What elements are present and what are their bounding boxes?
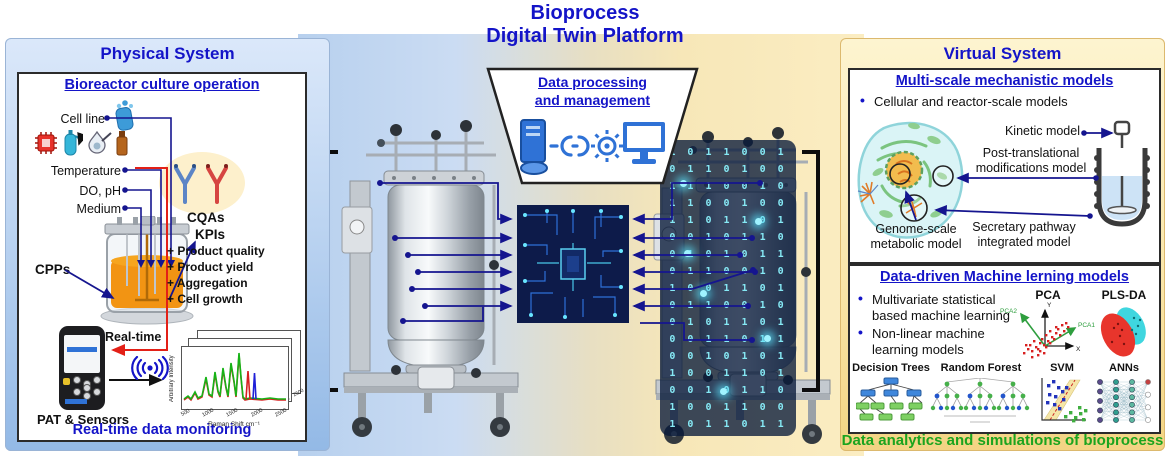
bullet-dot: • bbox=[858, 324, 863, 340]
ml-bullet1-line1: Multivariate statistical bbox=[872, 292, 996, 307]
ann-diagram bbox=[1097, 379, 1151, 423]
mechanistic-connectors bbox=[904, 127, 1114, 221]
kpi-item: + Aggregation bbox=[167, 276, 248, 290]
raman-spectrum-plot: 2000 2500 500 1000 1500 2000 2500 bbox=[169, 330, 305, 432]
pca1-axis-label: PCA1 bbox=[1078, 322, 1095, 329]
spectrum-x-label: Raman Shift cm⁻¹ bbox=[208, 421, 260, 428]
ml-bullet2-line2: learning models bbox=[872, 342, 964, 357]
data-processing-box: Data processing and management bbox=[480, 66, 705, 186]
spectrum-y-label: Arbitrary Intensity bbox=[169, 355, 175, 403]
real-time-monitoring-footer: Real-time data monitoring bbox=[72, 422, 252, 438]
page-title: Bioprocess Digital Twin Platform bbox=[0, 2, 1170, 48]
svm-plot bbox=[1041, 378, 1088, 423]
machine-learning-title: Data-driven Machine lerning models bbox=[880, 269, 1129, 285]
spectrum-x-ticks: 500 1000 1500 2000 2500 bbox=[180, 407, 288, 419]
kpi-item: + Product yield bbox=[167, 260, 254, 274]
ptm-model-label-line1: Post-translational bbox=[982, 146, 1080, 160]
ml-bullet2-line1: Non-linear machine bbox=[872, 326, 985, 341]
method-label-anns: ANNs bbox=[1109, 362, 1139, 374]
mechanistic-bullet: Cellular and reactor-scale models bbox=[874, 94, 1068, 109]
bullet-dot: • bbox=[860, 92, 865, 108]
real-time-label: Real-time bbox=[105, 330, 162, 344]
data-analytics-footer: Data analytics and simulations of biopro… bbox=[841, 432, 1164, 449]
stirred-tank-reactor-schematic bbox=[1094, 120, 1150, 227]
do-ph-label: DO, pH bbox=[79, 184, 121, 198]
pat-handheld-device bbox=[59, 326, 105, 410]
pat-sensors-label: PAT & Sensors bbox=[37, 412, 129, 427]
pca-title: PCA bbox=[1035, 288, 1061, 302]
kinetic-model-label: Kinetic model bbox=[1004, 124, 1080, 138]
secretory-pathway-label-line2: integrated model bbox=[977, 235, 1071, 249]
cell-line-label: Cell line bbox=[60, 112, 105, 126]
plsda-title: PLS-DA bbox=[1101, 288, 1147, 302]
virtual-system-header: Virtual System bbox=[943, 44, 1062, 63]
genome-scale-label-line2: metabolic model bbox=[870, 237, 962, 251]
ph-probe-icon bbox=[88, 131, 112, 154]
method-label-decision-trees: Decision Trees bbox=[852, 362, 930, 374]
circuit-board-image bbox=[517, 205, 629, 323]
physical-system-header: Physical System bbox=[100, 44, 235, 63]
decision-tree-diagram bbox=[856, 377, 923, 421]
cpps-label: CPPs bbox=[35, 262, 71, 277]
temperature-chip-icon bbox=[35, 132, 57, 154]
method-label-random-forest: Random Forest bbox=[940, 362, 1022, 374]
bioreactor-operation-title: Bioreactor culture operation bbox=[64, 77, 260, 93]
mechanistic-models-title: Multi-scale mechanistic models bbox=[895, 73, 1114, 89]
kpi-item: + Cell growth bbox=[167, 292, 243, 306]
genome-scale-label-line1: Genome-scale bbox=[875, 222, 957, 236]
kpi-item: + Product quality bbox=[167, 244, 265, 258]
processing-title-line1: Data processing bbox=[538, 74, 647, 90]
server-plug-gear-monitor-icons bbox=[520, 119, 665, 175]
y-axis-label: Y bbox=[1047, 302, 1052, 309]
spectrum-curves bbox=[183, 352, 286, 402]
pca-plot bbox=[1020, 308, 1077, 359]
ml-bullet1-line2: based machine learning bbox=[872, 308, 1011, 323]
virtual-system-panel: Virtual System Multi-scale mechanistic m… bbox=[840, 38, 1165, 451]
wireless-signal-icon bbox=[131, 356, 169, 380]
antibody-bubble bbox=[159, 152, 245, 214]
processing-title-line2: and management bbox=[534, 92, 651, 108]
medium-bottle-icon bbox=[116, 131, 128, 156]
x-axis-label: X bbox=[1076, 346, 1081, 353]
machine-learning-box: Data-driven Machine lerning models • Mul… bbox=[848, 264, 1161, 434]
spectrum-main-frame bbox=[181, 346, 289, 410]
antibody-icons bbox=[174, 164, 228, 204]
kpis-label: KPIs bbox=[195, 227, 226, 242]
bioreactor-operation-box: Bioreactor culture operation bbox=[17, 72, 307, 442]
secretory-pathway-label-line1: Secretary pathway bbox=[972, 220, 1076, 234]
right-bracket bbox=[802, 150, 820, 392]
pca2-axis-label: PCA2 bbox=[1000, 308, 1017, 315]
bullet-dot: • bbox=[858, 290, 863, 306]
title-line2: Digital Twin Platform bbox=[486, 25, 684, 47]
binary-texture: 1 0 1 1 0 0 1 0 1 1 0 1 0 0 1 1 1 0 0 1 … bbox=[669, 147, 787, 430]
gas-cylinder-icon bbox=[64, 130, 83, 156]
method-label-svm: SVM bbox=[1050, 362, 1074, 374]
physical-connectors bbox=[64, 115, 196, 386]
cqas-label: CQAs bbox=[187, 210, 225, 225]
random-forest-diagram bbox=[930, 378, 1030, 423]
mechanistic-models-box: Multi-scale mechanistic models • Cellula… bbox=[848, 68, 1161, 264]
physical-system-panel: Physical System Bioreactor culture opera… bbox=[5, 38, 330, 451]
ptm-model-label-line2: modifications model bbox=[975, 161, 1087, 175]
plsda-plot bbox=[1100, 307, 1146, 357]
title-line1: Bioprocess bbox=[530, 2, 640, 24]
medium-label: Medium bbox=[76, 202, 121, 216]
temperature-label: Temperature bbox=[50, 164, 121, 178]
